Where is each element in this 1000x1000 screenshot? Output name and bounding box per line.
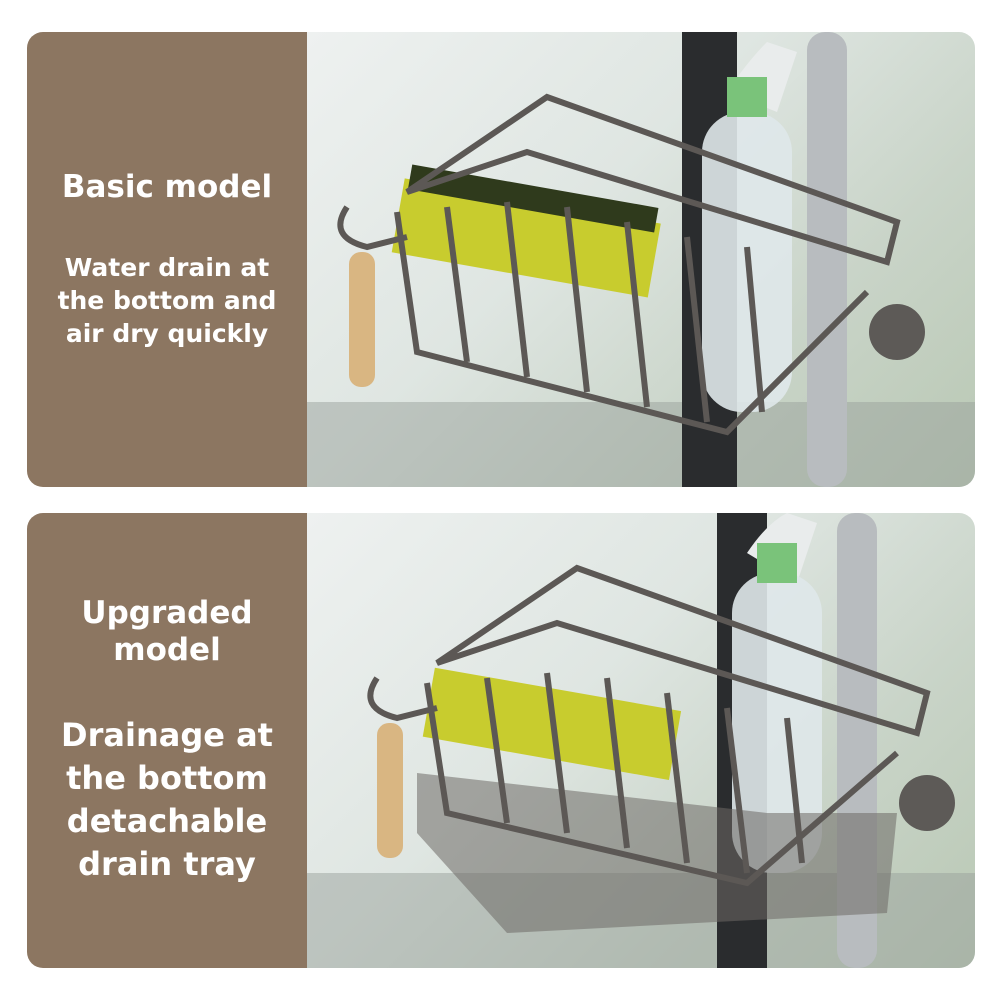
basic-model-title: Basic model (61, 169, 273, 205)
upgraded-model-description: Drainage at the bottom detachable drain … (61, 716, 273, 883)
upgraded-model-photo (307, 513, 975, 968)
basic-model-description: Water drain at the bottom and air dry qu… (57, 253, 277, 348)
basic-model-photo (307, 32, 975, 487)
upgraded-model-title: Upgraded model (81, 595, 253, 668)
upgraded-model-panel: Upgraded model Drainage at the bottom de… (27, 513, 307, 968)
basic-model-card: Basic model Water drain at the bottom an… (27, 32, 975, 487)
sink-rack-with-tray-illustration (307, 513, 975, 968)
basic-model-panel: Basic model Water drain at the bottom an… (27, 32, 307, 487)
upgraded-model-card: Upgraded model Drainage at the bottom de… (27, 513, 975, 968)
sink-rack-illustration (307, 32, 975, 487)
